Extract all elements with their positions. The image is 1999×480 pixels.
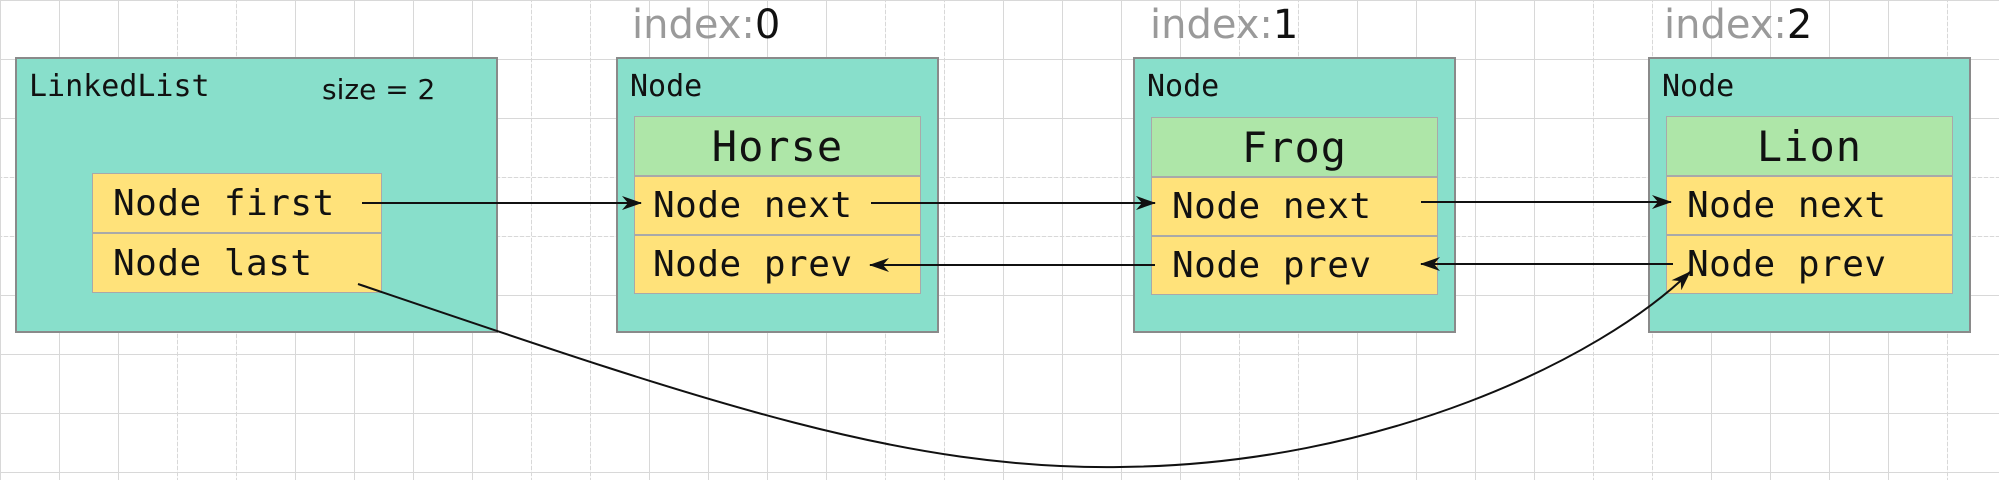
index-label-0: index:0 — [632, 2, 781, 48]
node-1-field-next: Node next — [1151, 177, 1438, 236]
node-2-field-next: Node next — [1666, 176, 1953, 235]
index-label-1: index:1 — [1150, 2, 1299, 48]
node-2-field-prev: Node prev — [1666, 235, 1953, 294]
node-0-field-next: Node next — [634, 176, 921, 235]
node-value-1: Frog — [1151, 117, 1438, 177]
index-label-2: index:2 — [1664, 2, 1813, 48]
node-title-2: Node — [1662, 69, 1735, 104]
node-value-0: Horse — [634, 116, 921, 176]
linkedlist-title: LinkedList — [29, 69, 210, 104]
node-title-1: Node — [1147, 69, 1220, 104]
size-label: size = 2 — [322, 73, 436, 106]
node-0-field-prev: Node prev — [634, 235, 921, 294]
field-node-first: Node first — [92, 173, 382, 233]
node-value-2: Lion — [1666, 116, 1953, 176]
field-node-last: Node last — [92, 233, 382, 293]
arrow-last-to-node2 — [357, 271, 1691, 469]
node-title-0: Node — [630, 69, 703, 104]
